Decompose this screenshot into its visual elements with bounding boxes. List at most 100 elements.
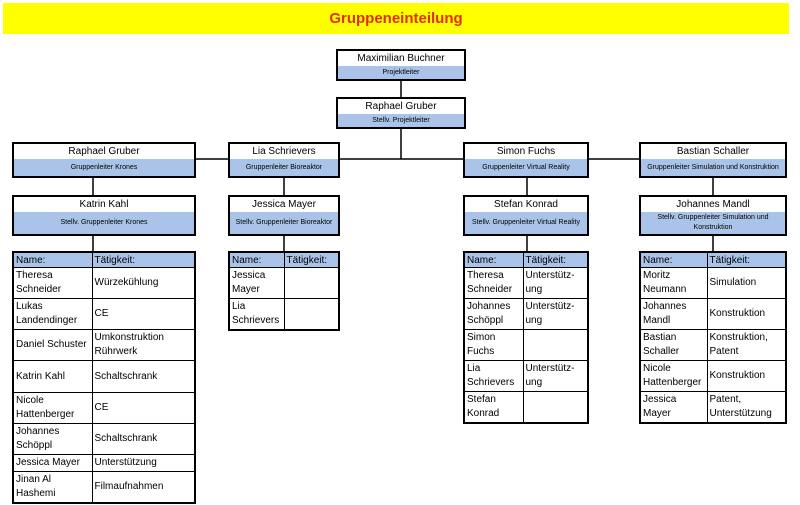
box-role: Stellv. Projektleiter <box>338 114 464 127</box>
box-role: Stellv. Gruppenleiter Krones <box>14 212 194 234</box>
box-role: Gruppenleiter Simulation und Konstruktio… <box>641 159 785 176</box>
cell-name: Nicole Hattenberger <box>639 360 708 392</box>
table-row: Jessica Mayer <box>228 267 340 299</box>
cell-task: Schaltschrank <box>91 423 196 455</box>
org-box-deputy-vr: Stefan Konrad Stellv. Gruppenleiter Virt… <box>463 195 589 236</box>
box-name: Maximilian Buchner <box>357 53 445 64</box>
cell-name: Theresa Schneider <box>463 267 524 299</box>
cell-name: Jinan Al Hashemi <box>12 471 93 504</box>
cell-name: Johannes Schöppl <box>463 298 524 330</box>
cell-task <box>522 329 589 361</box>
cell-name: Daniel Schuster <box>12 329 93 361</box>
cell-task: Konstruktion <box>706 360 787 392</box>
cell-name: Jessica Mayer <box>228 267 285 299</box>
box-role: Stellv. Gruppenleiter Simulation und Kon… <box>641 212 785 234</box>
column-header-task: Tätigkeit: <box>91 251 196 268</box>
cell-name: Katrin Kahl <box>12 360 93 393</box>
box-name: Lia Schrievers <box>252 146 316 157</box>
cell-task <box>283 298 340 331</box>
box-name: Raphael Gruber <box>365 101 437 112</box>
cell-task: Unterstütz-ung <box>522 360 589 392</box>
cell-task: Schaltschrank <box>91 360 196 393</box>
box-name: Simon Fuchs <box>496 146 556 157</box>
box-role: Stellv. Gruppenleiter Bioreaktor <box>230 212 338 234</box>
cell-task: Unterstütz-ung <box>522 267 589 299</box>
cell-task: CE <box>91 298 196 330</box>
cell-task: Umkonstruktion Rührwerk <box>91 329 196 361</box>
cell-task: Unterstützung <box>91 454 196 472</box>
org-box-deputy-simulation: Johannes Mandl Stellv. Gruppenleiter Sim… <box>639 195 787 236</box>
cell-name: Moritz Neumann <box>639 267 708 299</box>
cell-name: Jessica Mayer <box>639 391 708 424</box>
column-header-task: Tätigkeit: <box>283 251 340 268</box>
column-header-name: Name: <box>12 251 93 268</box>
box-role: Stellv. Gruppenleiter Virtual Reality <box>465 212 587 234</box>
org-box-group-leader-simulation: Bastian Schaller Gruppenleiter Simulatio… <box>639 142 787 178</box>
cell-name: Bastian Schaller <box>639 329 708 361</box>
column-header-task: Tätigkeit: <box>706 251 787 268</box>
box-name: Johannes Mandl <box>676 199 750 210</box>
org-box-deputy-bioreaktor: Jessica Mayer Stellv. Gruppenleiter Bior… <box>228 195 340 236</box>
group-table-bioreaktor: Name: Tätigkeit: Jessica Mayer Lia Schri… <box>228 251 340 331</box>
table-header-row: Name: Tätigkeit: <box>639 251 787 268</box>
org-box-deputy-krones: Katrin Kahl Stellv. Gruppenleiter Krones <box>12 195 196 236</box>
column-header-name: Name: <box>228 251 285 268</box>
table-row: Lia Schrievers <box>228 298 340 331</box>
cell-task: Filmaufnahmen <box>91 471 196 504</box>
cell-name: Lia Schrievers <box>463 360 524 392</box>
org-box-project-lead: Maximilian Buchner Projektleiter <box>336 49 466 81</box>
org-box-deputy-project-lead: Raphael Gruber Stellv. Projektleiter <box>336 97 466 129</box>
cell-task: Simulation <box>706 267 787 299</box>
box-name: Jessica Mayer <box>252 199 316 210</box>
cell-task: Patent, Unterstützung <box>706 391 787 424</box>
table-row: Stefan Konrad <box>463 391 589 424</box>
table-header-row: Name: Tätigkeit: <box>463 251 589 268</box>
box-role: Projektleiter <box>338 66 464 79</box>
box-role: Gruppenleiter Virtual Reality <box>465 159 587 176</box>
cell-name: Jessica Mayer <box>12 454 93 472</box>
table-row: Simon Fuchs <box>463 329 589 361</box>
box-name: Raphael Gruber <box>68 146 140 157</box>
org-box-group-leader-krones: Raphael Gruber Gruppenleiter Krones <box>12 142 196 178</box>
column-header-task: Tätigkeit: <box>522 251 589 268</box>
cell-name: Lia Schrievers <box>228 298 285 331</box>
cell-task <box>522 391 589 424</box>
cell-name: Lukas Landendinger <box>12 298 93 330</box>
cell-task: Konstruktion <box>706 298 787 330</box>
title-bar: Gruppeneinteilung <box>3 3 789 34</box>
cell-name: Simon Fuchs <box>463 329 524 361</box>
page-title: Gruppeneinteilung <box>329 10 463 27</box>
table-header-row: Name: Tätigkeit: <box>228 251 340 268</box>
box-name: Bastian Schaller <box>676 146 750 157</box>
org-box-group-leader-bioreaktor: Lia Schrievers Gruppenleiter Bioreaktor <box>228 142 340 178</box>
column-header-name: Name: <box>639 251 708 268</box>
box-name: Stefan Konrad <box>494 199 558 210</box>
cell-name: Stefan Konrad <box>463 391 524 424</box>
cell-task: Unterstütz-ung <box>522 298 589 330</box>
box-role: Gruppenleiter Krones <box>14 159 194 176</box>
cell-task: CE <box>91 392 196 424</box>
cell-name: Johannes Schöppl <box>12 423 93 455</box>
column-header-name: Name: <box>463 251 524 268</box>
org-box-group-leader-vr: Simon Fuchs Gruppenleiter Virtual Realit… <box>463 142 589 178</box>
cell-task <box>283 267 340 299</box>
cell-task: Würzekühlung <box>91 267 196 299</box>
